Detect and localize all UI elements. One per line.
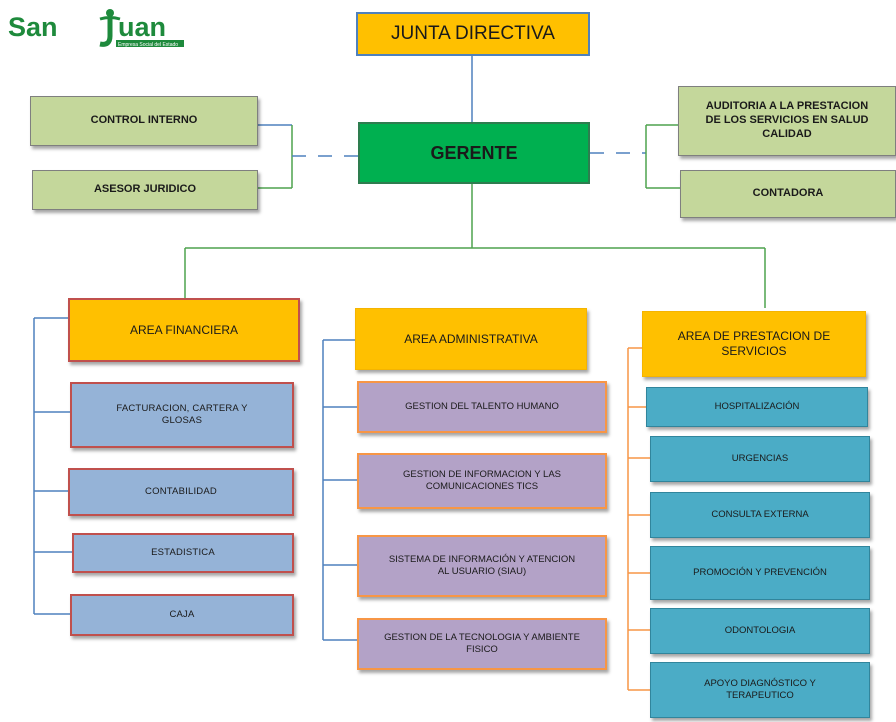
contadora-box[interactable]: CONTADORA bbox=[680, 170, 896, 218]
odontologia-box[interactable]: ODONTOLOGIA bbox=[650, 608, 870, 654]
urgencias-box[interactable]: URGENCIAS bbox=[650, 436, 870, 482]
area-financiera-box[interactable]: AREA FINANCIERA bbox=[68, 298, 300, 362]
area-administrativa-box[interactable]: AREA ADMINISTRATIVA bbox=[355, 308, 587, 370]
gestion-tecnologia-box[interactable]: GESTION DE LA TECNOLOGIA Y AMBIENTE FISI… bbox=[357, 618, 607, 670]
auditoria-box[interactable]: AUDITORIA A LA PRESTACION DE LOS SERVICI… bbox=[678, 86, 896, 156]
san-juan-logo: San uan Empresa Social del Estado bbox=[8, 6, 186, 50]
estadistica-box[interactable]: ESTADISTICA bbox=[72, 533, 294, 573]
facturacion-box[interactable]: FACTURACION, CARTERA Y GLOSAS bbox=[70, 382, 294, 448]
caja-box[interactable]: CAJA bbox=[70, 594, 294, 636]
asesor-juridico-box[interactable]: ASESOR JURIDICO bbox=[32, 170, 258, 210]
gestion-informacion-box[interactable]: GESTION DE INFORMACION Y LAS COMUNICACIO… bbox=[357, 453, 607, 509]
gerente-box[interactable]: GERENTE bbox=[358, 122, 590, 184]
apoyo-diagnostico-box[interactable]: APOYO DIAGNÓSTICO Y TERAPEUTICO bbox=[650, 662, 870, 718]
hospitalizacion-box[interactable]: HOSPITALIZACIÓN bbox=[646, 387, 868, 427]
logo-text-right: uan bbox=[118, 12, 166, 42]
siau-box[interactable]: SISTEMA DE INFORMACIÓN Y ATENCION AL USU… bbox=[357, 535, 607, 597]
logo-text-left: San bbox=[8, 12, 58, 42]
junta-directiva-box[interactable]: JUNTA DIRECTIVA bbox=[356, 12, 590, 56]
logo-tagline: Empresa Social del Estado bbox=[118, 42, 178, 48]
promocion-prevencion-box[interactable]: PROMOCIÓN Y PREVENCIÓN bbox=[650, 546, 870, 600]
area-prestacion-servicios-box[interactable]: AREA DE PRESTACION DE SERVICIOS bbox=[642, 311, 866, 377]
control-interno-box[interactable]: CONTROL INTERNO bbox=[30, 96, 258, 146]
contabilidad-box[interactable]: CONTABILIDAD bbox=[68, 468, 294, 516]
talento-humano-box[interactable]: GESTION DEL TALENTO HUMANO bbox=[357, 381, 607, 433]
consulta-externa-box[interactable]: CONSULTA EXTERNA bbox=[650, 492, 870, 538]
